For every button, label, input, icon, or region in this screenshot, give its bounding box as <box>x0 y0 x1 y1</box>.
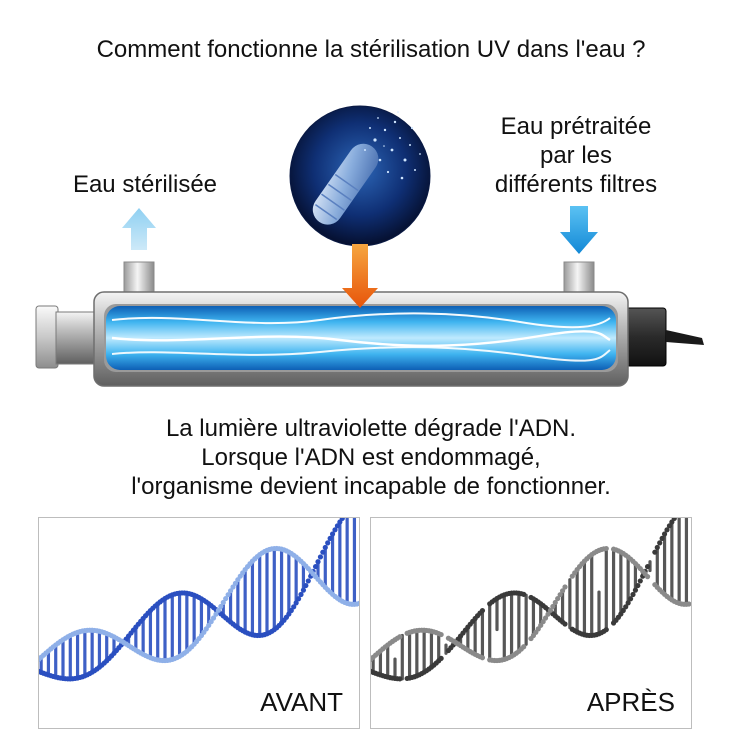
inlet-label-line-3: différents filtres <box>494 171 658 198</box>
dna-backbone-bead <box>300 587 307 593</box>
dna-before-illustration <box>39 518 359 682</box>
dna-backbone-bead <box>329 531 336 537</box>
dna-backbone-bead <box>552 599 558 606</box>
dna-backbone-bead <box>317 554 324 560</box>
dna-backbone-bead <box>305 578 311 584</box>
dna-backbone-bead <box>623 604 629 610</box>
dna-backbone-bead <box>521 644 527 650</box>
description-line-2: Lorsque l'ADN est endommagé, <box>201 444 541 471</box>
dna-after-illustration <box>371 518 691 682</box>
before-label: AVANT <box>260 687 343 717</box>
dna-backbone-bead <box>320 549 326 555</box>
dna-backbone-bead <box>288 607 294 614</box>
description-line-3: l'organisme devient incapable de fonctio… <box>131 473 611 500</box>
uv-lamp <box>106 306 616 370</box>
dna-backbone-bead <box>479 607 486 614</box>
panel-after: APRÈS <box>370 517 692 729</box>
dna-backbone-bead <box>542 615 549 621</box>
dna-backbone-bead <box>657 540 663 546</box>
bacteria-microscope-view <box>289 105 431 247</box>
dna-backbone-bead <box>397 676 403 682</box>
dna-backbone-bead <box>671 518 677 522</box>
dna-backbone-bead <box>438 631 444 638</box>
dna-backbone-bead <box>557 592 563 598</box>
power-cable <box>666 330 704 345</box>
dna-backbone-bead <box>322 544 328 551</box>
dna-backbone-bead <box>654 544 660 551</box>
dna-backbone-bead <box>210 615 217 621</box>
dna-backbone-bead <box>218 603 224 610</box>
after-label: APRÈS <box>586 687 675 717</box>
dna-backbone-bead <box>661 531 668 537</box>
dna-backbone-bead <box>315 559 321 565</box>
dna-backbone-bead <box>291 604 297 610</box>
dna-backbone-bead <box>545 611 551 617</box>
dna-backbone-bead <box>334 523 341 529</box>
dna-backbone-bead <box>550 603 556 610</box>
dna-backbone-bead <box>620 607 626 614</box>
dna-backbone-bead <box>632 587 639 593</box>
inlet-label-line-1: Eau prétraitée <box>500 113 652 140</box>
page-title: Comment fonctionne la stérilisation UV d… <box>96 36 646 63</box>
dna-backbone-bead <box>540 619 546 625</box>
left-end-fitting <box>35 305 97 369</box>
dna-backbone-bead <box>666 523 673 529</box>
dna-backbone-bead <box>298 591 304 598</box>
dna-backbone-bead <box>521 591 527 597</box>
dna-backbone-bead <box>397 634 403 640</box>
dna-backbone-bead <box>220 599 226 606</box>
dna-backbone-bead <box>644 574 651 580</box>
inlet-down-arrow <box>560 206 598 254</box>
outlet-label: Eau stérilisée <box>72 171 218 198</box>
dna-backbone-bead <box>438 655 444 661</box>
right-end-cap <box>625 307 704 367</box>
dna-backbone-bead <box>339 518 345 522</box>
dna-backbone-bead <box>686 601 691 607</box>
dna-backbone-bead <box>652 549 658 555</box>
dna-backbone-bead <box>547 607 554 613</box>
dna-backbone-bead <box>555 595 561 602</box>
dna-backbone-bead <box>215 607 222 613</box>
dna-backbone-bead <box>293 600 299 606</box>
dna-backbone-bead <box>312 563 319 570</box>
dna-backbone-bead <box>208 619 214 625</box>
dna-backbone-bead <box>295 596 302 602</box>
dna-backbone-bead <box>223 595 229 602</box>
outlet-port <box>123 261 155 295</box>
outlet-up-arrow <box>122 208 156 250</box>
dna-backbone-bead <box>603 627 609 633</box>
dna-backbone-bead <box>230 584 236 590</box>
description: La lumière ultraviolette dégrade l'ADN. … <box>0 414 742 501</box>
dna-backbone-bead <box>664 527 670 533</box>
dna-backbone-bead <box>627 596 634 602</box>
inlet-label: Eau prétraitée par les différents filtre… <box>460 112 692 199</box>
dna-backbone-bead <box>562 621 568 627</box>
dna-backbone-bead <box>303 582 309 589</box>
dna-backbone-bead <box>637 578 643 584</box>
dna-backbone-bead <box>635 582 641 589</box>
dna-backbone-bead <box>213 611 219 617</box>
dna-backbone-bead <box>562 584 568 590</box>
dna-backbone-bead <box>644 563 651 570</box>
dna-backbone-bead <box>325 540 331 546</box>
dna-backbone-bead <box>659 535 665 541</box>
inlet-port <box>563 261 595 295</box>
inlet-label-line-2: par les <box>539 142 613 169</box>
dna-backbone-bead <box>625 600 631 606</box>
dna-backbone-bead <box>332 527 338 533</box>
dna-backbone-bead <box>479 655 486 661</box>
dna-backbone-bead <box>630 591 636 598</box>
uv-sterilizer-illustration <box>35 105 704 387</box>
description-line-1: La lumière ultraviolette dégrade l'ADN. <box>165 415 577 442</box>
uv-down-arrow <box>342 244 378 308</box>
dna-backbone-bead <box>603 545 609 552</box>
dna-backbone-bead <box>559 588 566 594</box>
panel-before: AVANT <box>38 517 360 729</box>
dna-backbone-bead <box>327 535 333 541</box>
dna-backbone-bead <box>225 592 231 598</box>
dna-backbone-bead <box>356 600 359 606</box>
dna-backbone-bead <box>227 588 234 594</box>
